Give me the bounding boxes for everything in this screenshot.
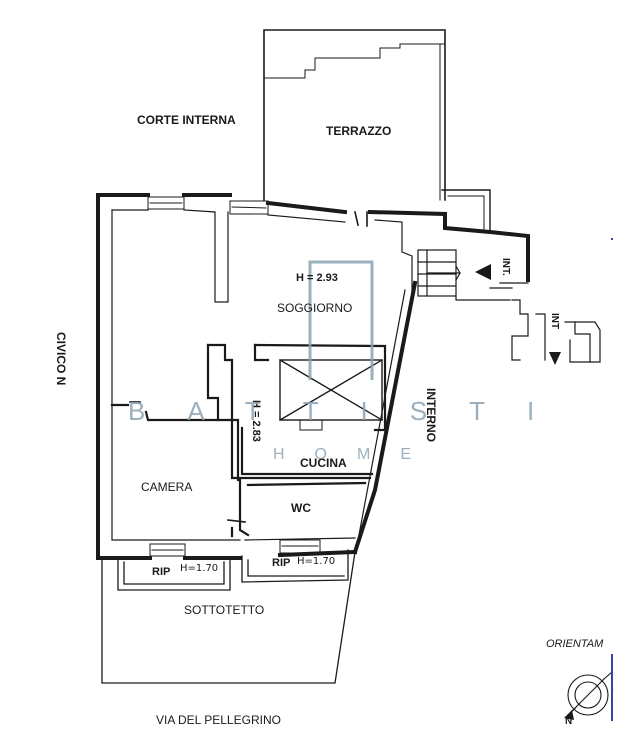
exterior-walls-inner (111, 209, 413, 541)
label-corte-interna: CORTE INTERNA (137, 113, 236, 127)
label-int-lower: INT (549, 313, 560, 330)
label-int-upper: INT. (500, 258, 511, 276)
label-rip-left: RIP (152, 566, 171, 578)
label-rip-left-height: H=1.70 (180, 563, 219, 574)
stairs (417, 249, 601, 363)
door-marks (129, 211, 368, 523)
label-height-soggiorno: H = 2.93 (296, 272, 338, 284)
windows (147, 196, 323, 557)
watermark-brand: BATTISTI (128, 396, 577, 426)
watermark-sub: HOME (273, 446, 441, 463)
arrow-markers (475, 264, 574, 720)
label-via: VIA DEL PELLEGRINO (156, 713, 281, 727)
kitchen-hood (279, 359, 383, 421)
label-rip-right-height: H=1.70 (297, 556, 336, 567)
label-soggiorno: SOGGIORNO (277, 301, 353, 315)
entry-arrow-upper (475, 264, 491, 280)
exterior-walls (96, 193, 530, 560)
compass (567, 654, 613, 721)
label-cucina: CUCINA (300, 456, 347, 470)
label-rip-right: RIP (272, 557, 291, 569)
terrace-outline (263, 29, 491, 233)
label-orientamento: ORIENTAM (546, 638, 604, 650)
label-wc: WC (291, 501, 311, 515)
label-civico: CIVICO N (54, 332, 68, 386)
north-arrow (564, 710, 574, 720)
interior-walls (110, 343, 387, 538)
label-sottotetto: SOTTOTETTO (184, 603, 265, 617)
attic-storage (101, 549, 356, 684)
entry-arrow-lower (549, 352, 561, 365)
label-camera: CAMERA (141, 480, 193, 494)
watermark-logo (308, 260, 374, 380)
label-north: N (565, 716, 573, 727)
label-terrazzo: TERRAZZO (326, 124, 392, 138)
